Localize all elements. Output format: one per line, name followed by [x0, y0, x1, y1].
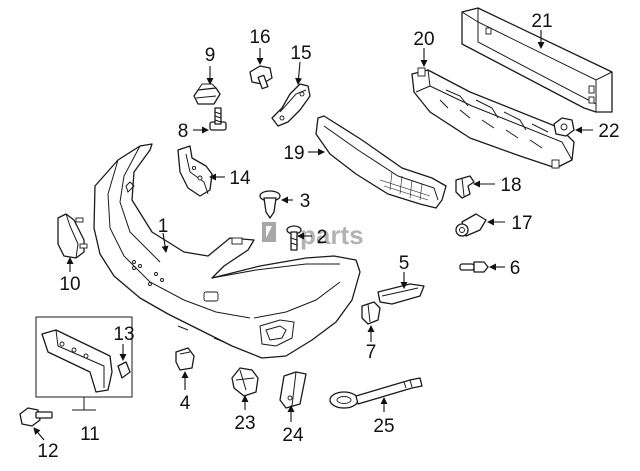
leader-15 — [295, 61, 303, 85]
callout-4: 4 — [180, 393, 191, 414]
part-24-bracket — [279, 371, 307, 409]
watermark-logo — [262, 222, 276, 242]
part-2-screw — [286, 225, 302, 251]
part-20-energy-absorber — [411, 67, 575, 169]
leader-12 — [33, 427, 45, 441]
part-10-side-cap — [57, 213, 88, 259]
callout-22: 22 — [598, 121, 619, 142]
callout-20: 20 — [413, 29, 434, 50]
callout-13: 13 — [113, 324, 134, 345]
part-25-towing-eye — [329, 377, 423, 409]
part-7-clip — [361, 301, 381, 325]
callout-labels: 1 2 3 4 5 6 7 8 9 10 11 12 13 14 15 16 1… — [37, 11, 619, 462]
callout-9: 9 — [205, 45, 216, 66]
part-22-bolt — [553, 117, 575, 137]
part-8-bolt — [209, 107, 227, 131]
part-19-lower-grille — [315, 115, 447, 209]
callout-17: 17 — [511, 213, 532, 234]
callout-19: 19 — [283, 143, 304, 164]
callout-16: 16 — [249, 27, 270, 48]
part-15-mount-bracket — [271, 83, 311, 127]
part-16-bolt — [249, 65, 273, 90]
callout-2: 2 — [317, 227, 328, 248]
callout-6: 6 — [510, 258, 521, 279]
part-11-license-bracket-box — [35, 316, 133, 411]
part-12-bolt — [19, 407, 53, 427]
part-18-retainer — [455, 175, 475, 199]
callout-24: 24 — [282, 425, 304, 446]
part-17-sensor — [455, 213, 487, 237]
part-9-clip — [193, 83, 221, 105]
callout-10: 10 — [59, 274, 80, 295]
callout-5: 5 — [399, 253, 410, 274]
watermark-text: parts — [300, 220, 364, 250]
callout-1: 1 — [158, 216, 169, 237]
callout-25: 25 — [373, 416, 394, 437]
callout-7: 7 — [366, 342, 377, 363]
callout-15: 15 — [290, 43, 311, 64]
part-4-cap — [175, 347, 195, 371]
callout-18: 18 — [500, 175, 521, 196]
part-6-screw-clip — [459, 261, 489, 273]
part-3-push-clip — [259, 190, 281, 219]
callout-3: 3 — [300, 191, 311, 212]
callout-21: 21 — [531, 11, 552, 32]
callout-11: 11 — [80, 424, 100, 445]
leader-lines — [33, 30, 593, 441]
callout-12: 12 — [37, 441, 58, 462]
part-21-reinforcement-bar — [461, 7, 613, 113]
callout-8: 8 — [178, 121, 189, 142]
part-23-bracket — [231, 367, 259, 397]
part-5-cover — [377, 283, 425, 305]
part-1-bumper-cover — [93, 143, 361, 359]
callout-14: 14 — [229, 168, 251, 189]
callout-23: 23 — [234, 413, 255, 434]
leader-1 — [161, 232, 169, 253]
part-14-side-bracket — [177, 145, 213, 197]
